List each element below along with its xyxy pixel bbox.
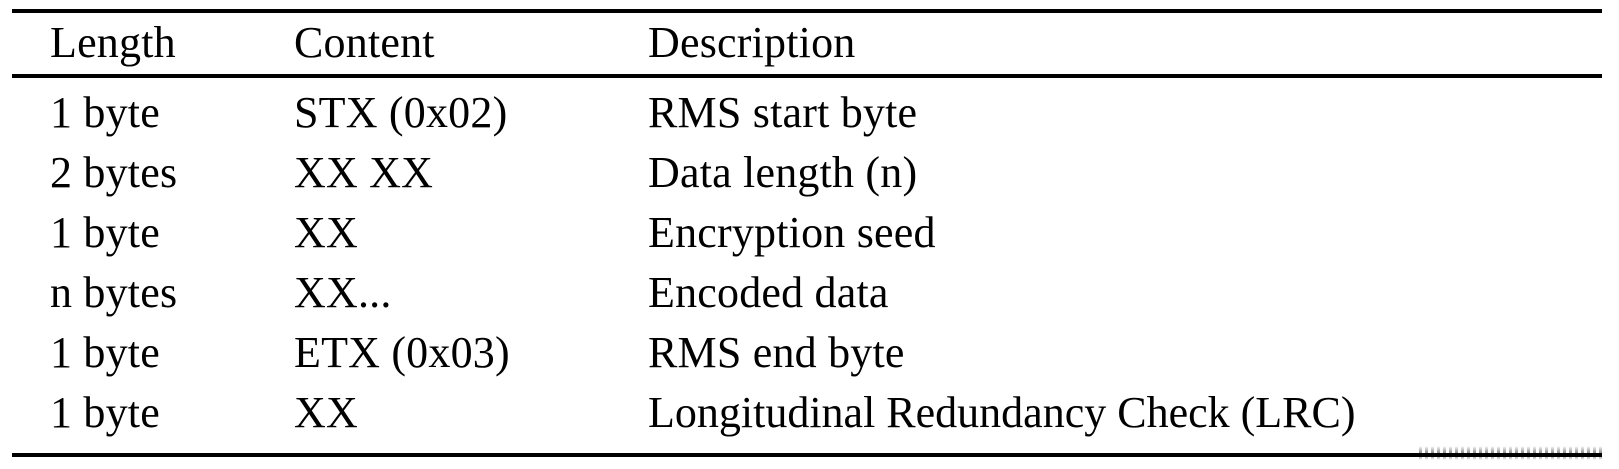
cell-length: 1 byte [50, 208, 160, 257]
cell-description: RMS end byte [648, 328, 905, 377]
cell-description: RMS start byte [648, 88, 918, 137]
table-bottom-rule [12, 453, 1602, 457]
table-row: 1 byte XX Longitudinal Redundancy Check … [0, 383, 1619, 443]
cell-length: 1 byte [50, 88, 160, 137]
cell-description: Longitudinal Redundancy Check (LRC) [648, 388, 1356, 437]
cell-content: XX... [294, 268, 392, 317]
table-body: 1 byte STX (0x02) RMS start byte 2 bytes… [0, 77, 1619, 443]
column-header-content: Content [294, 18, 435, 67]
cell-content: ETX (0x03) [294, 328, 510, 377]
cell-length: 1 byte [50, 388, 160, 437]
cell-length: n bytes [50, 268, 178, 317]
cell-content: XX XX [294, 148, 434, 197]
table-header-row: Length Content Description [0, 0, 1619, 77]
cell-description: Encoded data [648, 268, 889, 317]
table-row: n bytes XX... Encoded data [0, 263, 1619, 323]
table-top-rule [12, 9, 1602, 13]
cell-description: Encryption seed [648, 208, 936, 257]
cell-content: XX [294, 388, 358, 437]
column-header-length: Length [50, 18, 176, 67]
cell-content: XX [294, 208, 358, 257]
frame-format-table: Length Content Description 1 byte STX (0… [0, 0, 1619, 443]
table-row: 1 byte ETX (0x03) RMS end byte [0, 323, 1619, 383]
cell-length: 1 byte [50, 328, 160, 377]
table-row: 2 bytes XX XX Data length (n) [0, 143, 1619, 203]
column-header-description: Description [648, 18, 856, 67]
cell-length: 2 bytes [50, 148, 178, 197]
table-header: Length Content Description [0, 0, 1619, 77]
table-header-rule [12, 74, 1602, 78]
cell-content: STX (0x02) [294, 88, 508, 137]
cell-description: Data length (n) [648, 148, 918, 197]
table-row: 1 byte XX Encryption seed [0, 203, 1619, 263]
table-row: 1 byte STX (0x02) RMS start byte [0, 77, 1619, 143]
